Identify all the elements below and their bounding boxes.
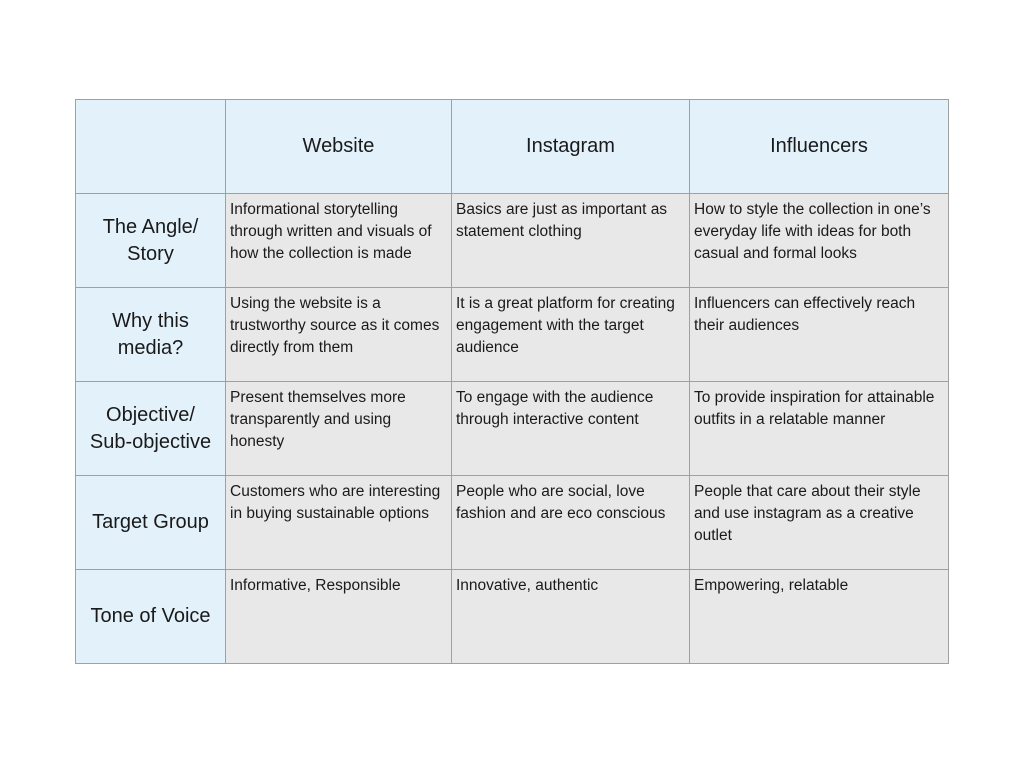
table-cell: Influencers can effectively reach their …	[689, 287, 949, 382]
table-cell: How to style the collection in one’s eve…	[689, 193, 949, 288]
table-cell: Informational storytelling through writt…	[225, 193, 452, 288]
row-label: Objective/ Sub-objective	[75, 381, 226, 476]
table-cell: People that care about their style and u…	[689, 475, 949, 570]
column-header: Instagram	[451, 99, 690, 194]
table-cell: To provide inspiration for attainable ou…	[689, 381, 949, 476]
table-cell: Present themselves more transparently an…	[225, 381, 452, 476]
column-header: Influencers	[689, 99, 949, 194]
table-cell: People who are social, love fashion and …	[451, 475, 690, 570]
row-label: Tone of Voice	[75, 569, 226, 664]
table-cell: Basics are just as important as statemen…	[451, 193, 690, 288]
row-label: The Angle/ Story	[75, 193, 226, 288]
table-cell: Customers who are interesting in buying …	[225, 475, 452, 570]
row-label: Target Group	[75, 475, 226, 570]
column-header: Website	[225, 99, 452, 194]
table-cell: Informative, Responsible	[225, 569, 452, 664]
table-cell: To engage with the audience through inte…	[451, 381, 690, 476]
corner-cell	[75, 99, 226, 194]
row-label: Why this media?	[75, 287, 226, 382]
table-cell: Using the website is a trustworthy sourc…	[225, 287, 452, 382]
table-cell: Empowering, relatable	[689, 569, 949, 664]
table-row: Why this media?Using the website is a tr…	[75, 287, 949, 382]
table-cell: Innovative, authentic	[451, 569, 690, 664]
table-cell: It is a great platform for creating enga…	[451, 287, 690, 382]
